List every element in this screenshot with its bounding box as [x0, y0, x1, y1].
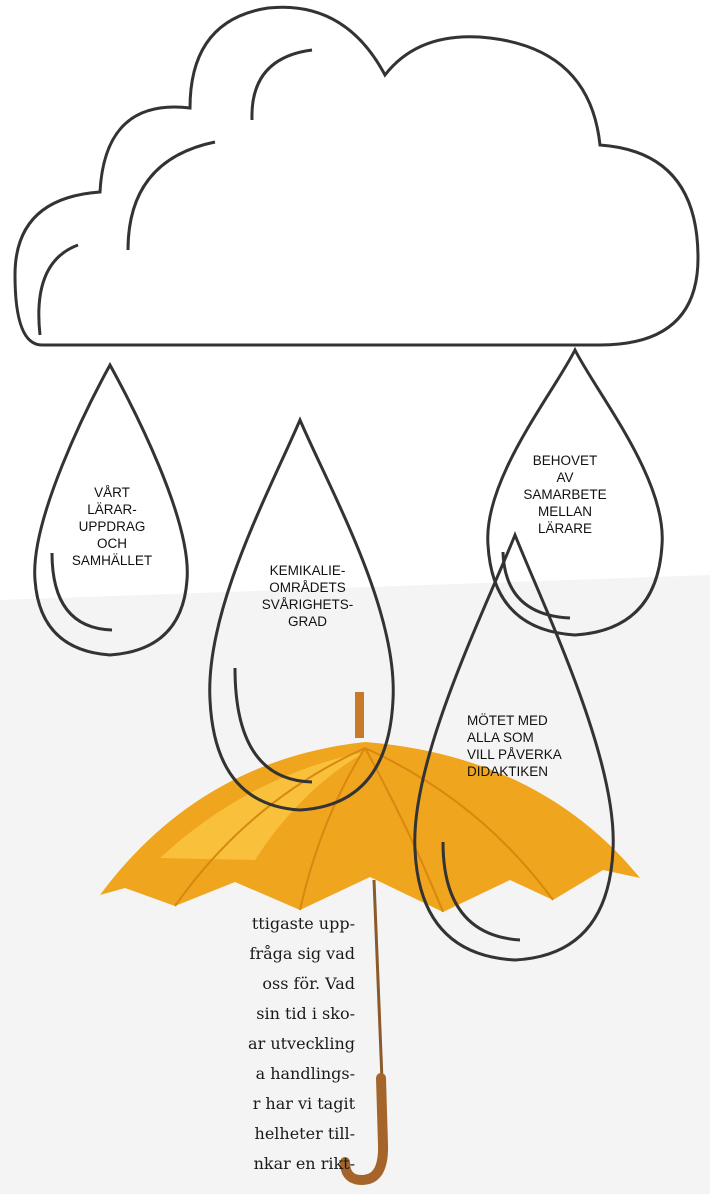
raindrop-3-line-1: BEHOVET — [505, 452, 625, 469]
body-line-1: ttigaste upp- — [252, 914, 355, 933]
body-line-8: helheter till- — [255, 1124, 355, 1143]
raindrop-4-line-3: VILL PÅVERKA — [467, 746, 597, 763]
cloud-curl-2 — [128, 142, 215, 250]
body-line-7: r har vi tagit — [253, 1094, 355, 1113]
raindrop-3-line-5: LÄRARE — [505, 520, 625, 537]
body-line-2: fråga sig vad — [250, 944, 355, 963]
cloud — [15, 7, 698, 345]
body-line-6: a handlings- — [256, 1064, 355, 1083]
raindrop-3-line-2: AV — [505, 469, 625, 486]
raindrop-2-line-1: KEMIKALIE- — [240, 562, 375, 579]
raindrop-1-line-2: LÄRAR- — [52, 501, 172, 518]
raindrop-4-line-1: MÖTET MED — [467, 712, 597, 729]
raindrop-2-label: KEMIKALIE- OMRÅDETS SVÅRIGHETS- GRAD — [240, 562, 375, 630]
raindrop-4-line-4: DIDAKTIKEN — [467, 763, 597, 780]
raindrop-2-line-3: SVÅRIGHETS- — [240, 596, 375, 613]
raindrop-4-line-2: ALLA SOM — [467, 729, 597, 746]
raindrop-1-line-4: OCH — [52, 535, 172, 552]
raindrop-1-line-1: VÅRT — [52, 484, 172, 501]
raindrop-3-line-3: SAMARBETE — [505, 486, 625, 503]
raindrop-2-line-2: OMRÅDETS — [240, 579, 375, 596]
raindrop-1-line-3: UPPDRAG — [52, 518, 172, 535]
raindrop-2-line-4: GRAD — [240, 613, 375, 630]
umbrella-tip — [355, 692, 364, 738]
cloud-curl-1 — [39, 245, 78, 335]
background-tint — [0, 575, 710, 1194]
body-line-5: ar utveckling — [248, 1034, 355, 1053]
raindrop-4-label: MÖTET MED ALLA SOM VILL PÅVERKA DIDAKTIK… — [467, 712, 597, 780]
raindrop-1-line-5: SAMHÄLLET — [52, 552, 172, 569]
body-line-9: nkar en rikt- — [254, 1154, 355, 1173]
cloud-curl-3 — [252, 50, 312, 120]
body-line-3: oss för. Vad — [262, 974, 355, 993]
raindrop-3-line-4: MELLAN — [505, 503, 625, 520]
raindrop-1-label: VÅRT LÄRAR- UPPDRAG OCH SAMHÄLLET — [52, 484, 172, 569]
raindrop-3-label: BEHOVET AV SAMARBETE MELLAN LÄRARE — [505, 452, 625, 537]
cloud-outline — [15, 7, 698, 345]
body-line-4: sin tid i sko- — [256, 1004, 355, 1023]
